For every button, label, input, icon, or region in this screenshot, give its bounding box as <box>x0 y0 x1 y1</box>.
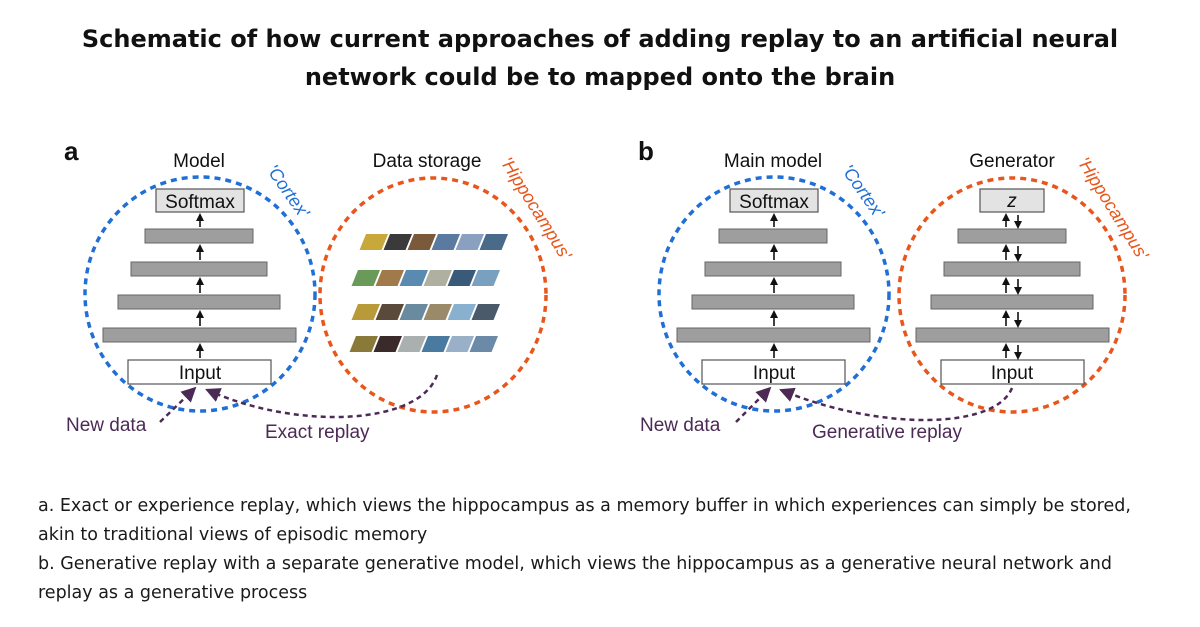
panel-a-layer-2 <box>130 261 268 277</box>
panel-a-hippocampus-circle <box>318 176 548 414</box>
panel-b-gen-input-box <box>940 359 1085 385</box>
panel-b-new-data-arrow <box>735 386 772 423</box>
page-title: Schematic of how current approaches of a… <box>60 20 1140 96</box>
panel-a-input-label: Input <box>179 363 222 384</box>
panel-b-gen-layer-4 <box>915 327 1110 343</box>
panel-b-input-box <box>701 359 846 385</box>
image-stack-2 <box>351 270 500 286</box>
panel-b-layer-1 <box>718 228 828 244</box>
panel-a-layer-3 <box>117 294 281 310</box>
panel-b-cortex-circle <box>657 175 891 413</box>
panel-a-storage-label: Data storage <box>373 151 482 172</box>
panel-b-letter: b <box>638 136 654 166</box>
panel-b-input-label: Input <box>753 363 796 384</box>
panel-a-letter: a <box>64 136 79 166</box>
caption-b: b. Generative replay with a separate gen… <box>38 554 1112 603</box>
title-line-1: Schematic of how current approaches of a… <box>81 25 1119 53</box>
panel-a-input-box <box>127 359 272 385</box>
replay-schematic: a Model Data storage 'Cortex' 'Hippocamp… <box>64 136 1153 443</box>
panel-b-softmax-label: Softmax <box>739 192 809 213</box>
panel-a-new-data-arrow <box>159 386 197 423</box>
panel-b-gen-layer-2 <box>943 261 1081 277</box>
panel-b-cortex-label: 'Cortex' <box>838 161 889 222</box>
title-line-2: network could be to mapped onto the brai… <box>304 63 896 91</box>
panel-a-cortex-label: 'Cortex' <box>263 161 314 222</box>
panel-a: a Model Data storage 'Cortex' 'Hippocamp… <box>64 136 576 443</box>
caption-a: a. Exact or experience replay, which vie… <box>38 496 1131 545</box>
panel-a-softmax-label: Softmax <box>165 192 235 213</box>
panel-a-stored-images <box>349 234 508 352</box>
panel-b-hippocampus-circle <box>897 176 1127 414</box>
panel-a-replay-label: Exact replay <box>265 422 370 443</box>
panel-a-layer-4 <box>102 327 297 343</box>
image-stack-4 <box>349 336 498 352</box>
panel-b-z-box <box>979 188 1045 213</box>
panel-b-layer-3 <box>691 294 855 310</box>
panel-b-generator-arrows <box>1002 213 1022 360</box>
panel-a-layer-1 <box>144 228 254 244</box>
panel-b-replay-label: Generative replay <box>812 422 962 443</box>
panel-b-gen-layer-3 <box>930 294 1094 310</box>
panel-b-softmax-box <box>729 188 819 213</box>
panel-a-model-label: Model <box>173 151 225 172</box>
panel-a-cortex-circle <box>83 175 317 413</box>
image-stack-1 <box>359 234 508 250</box>
panel-b-z-label: z <box>1006 191 1017 212</box>
panel-b-hippocampus-label: 'Hippocampus' <box>1074 154 1153 264</box>
panel-b-layer-4 <box>676 327 871 343</box>
panel-a-softmax-box <box>155 188 245 213</box>
image-stack-3 <box>351 304 500 320</box>
panel-a-new-data-label: New data <box>66 415 147 436</box>
panel-b-new-data-label: New data <box>640 415 721 436</box>
panel-b-replay-arrow <box>779 387 1014 422</box>
figure-caption: a. Exact or experience replay, which vie… <box>38 492 1168 608</box>
panel-a-replay-arrow <box>205 374 439 419</box>
panel-b-model-label: Main model <box>724 151 822 172</box>
panel-b-layer-2 <box>704 261 842 277</box>
panel-b-gen-layer-1 <box>957 228 1067 244</box>
panel-b-gen-input-label: Input <box>991 363 1034 384</box>
panel-b-generator-label: Generator <box>969 151 1055 172</box>
panel-b: b Main model Generator 'Cortex' 'Hippoca… <box>638 136 1153 443</box>
